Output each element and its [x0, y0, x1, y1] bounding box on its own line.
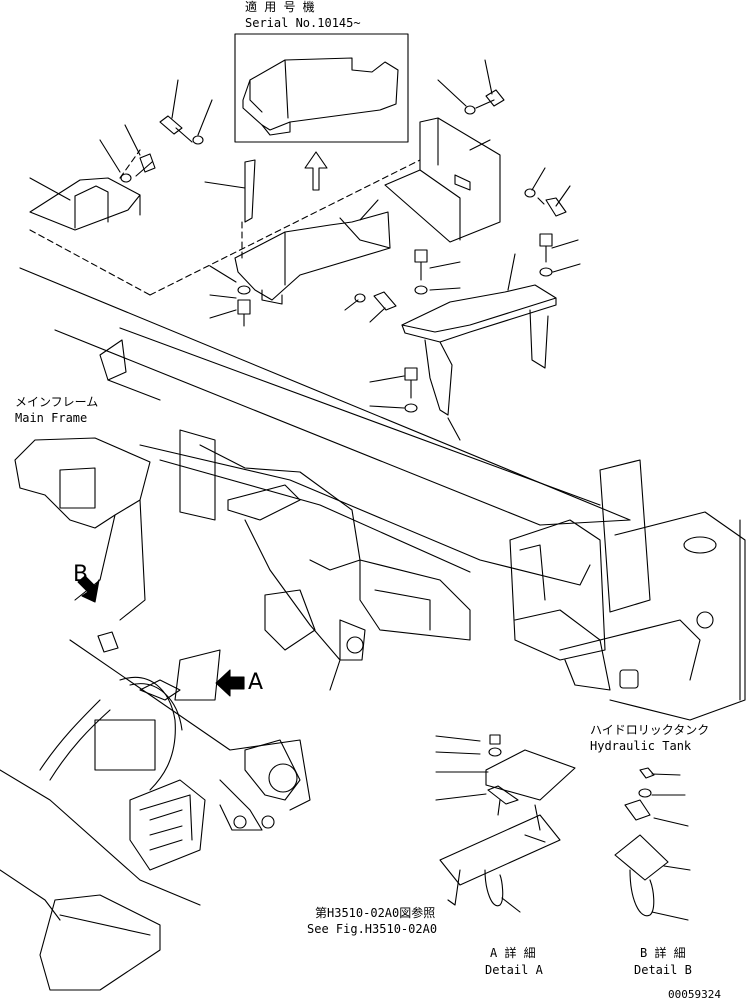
- leader-lines: [29, 59, 581, 441]
- marker-a: A: [248, 670, 264, 695]
- cover-plate-small: [29, 177, 141, 231]
- main-frame: [0, 267, 631, 991]
- main-frame-label-en: Main Frame: [15, 411, 88, 425]
- see-figure-label-jp: 第H3510-02A0図参照: [315, 906, 436, 920]
- detail-a-label-en: Detail A: [485, 963, 543, 977]
- detail-b-label-jp: B 詳 細: [640, 946, 686, 960]
- serial-variant-inset: [234, 33, 409, 143]
- marker-b: B: [73, 562, 89, 587]
- bracket-plate: [401, 284, 557, 416]
- serial-label-en: Serial No.10145~: [245, 16, 361, 30]
- up-arrow-icon: [304, 151, 328, 191]
- strip-plate: [244, 159, 256, 223]
- serial-label-jp: 適 用 号 機: [245, 0, 315, 14]
- drawing-number: 00059324: [668, 988, 721, 1001]
- see-figure-label-en: See Fig.H3510-02A0: [307, 922, 438, 936]
- main-frame-label-jp: メインフレーム: [15, 395, 99, 409]
- assembly-lines: [29, 149, 421, 296]
- detail-b-label-en: Detail B: [634, 963, 692, 977]
- hydraulic-tank-label-jp: ハイドロリックタンク: [590, 723, 710, 737]
- hydraulic-tank: [509, 459, 746, 721]
- detail-b: [614, 767, 691, 921]
- detail-a: [435, 734, 576, 913]
- cover-plate-center: [234, 211, 391, 305]
- bolts-and-washers: [120, 89, 567, 413]
- cover-plate-right: [384, 117, 501, 243]
- detail-a-label-jp: A 詳 細: [490, 946, 536, 960]
- hydraulic-tank-label-en: Hydraulic Tank: [590, 739, 692, 753]
